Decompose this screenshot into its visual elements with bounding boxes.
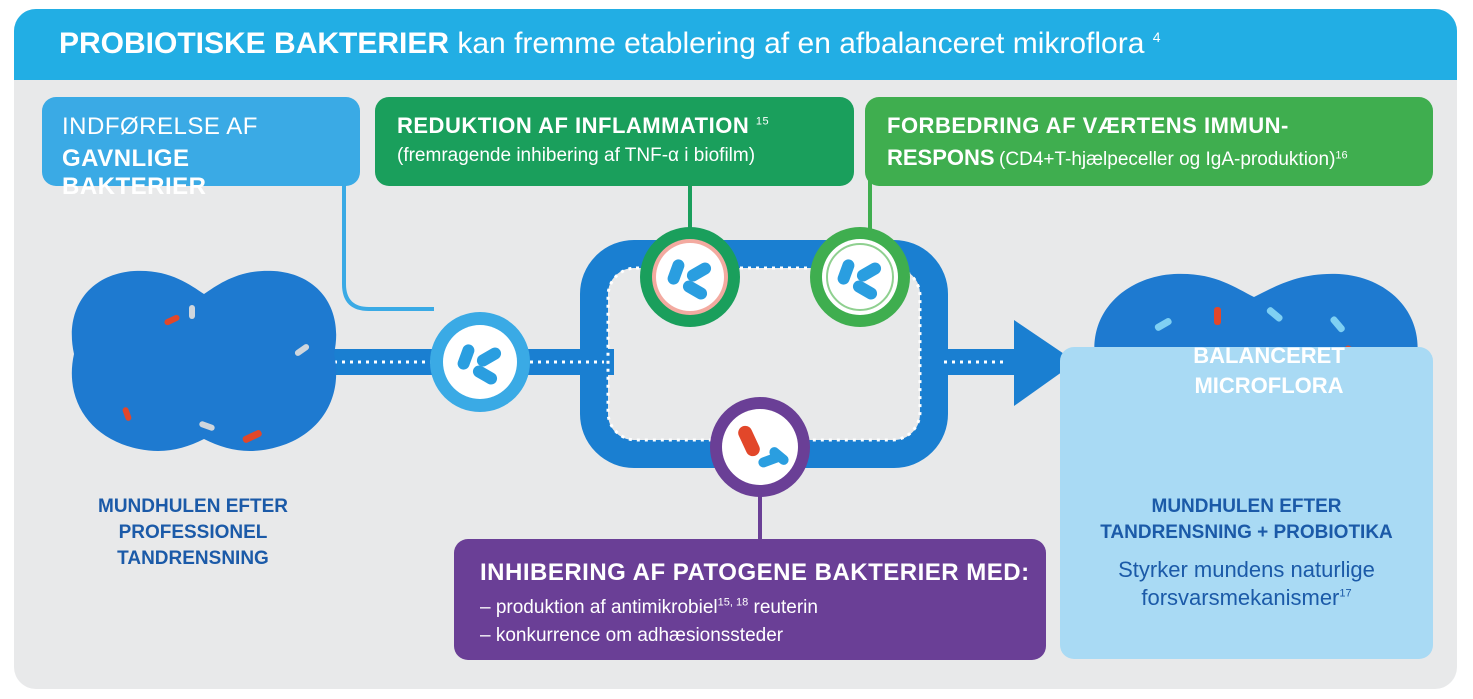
inflammation-node [640, 227, 740, 327]
inhibition-box: INHIBERING AF PATOGENE BAKTERIER MED: – … [454, 539, 1046, 660]
inhibition-item1-ref: 15, 18 [717, 596, 749, 609]
immune-node [810, 227, 910, 327]
pathogen-bacteria-icon [710, 397, 810, 497]
infographic-panel: PROBIOTISKE BAKTERIER kan fremme etabler… [14, 9, 1457, 689]
immune-subtitle: (CD4+T-hjælpeceller og IgA-produktion) [999, 149, 1336, 170]
left-caption-line1: MUNDHULEN EFTER [98, 496, 288, 517]
bacteria-icon [430, 312, 530, 412]
right-caption-ref: 17 [1339, 587, 1352, 600]
result-box [1060, 347, 1433, 659]
right-caption-line1: MUNDHULEN EFTER [1151, 496, 1342, 517]
immune-title-line1: FORBEDRING AF VÆRTENS IMMUN- [887, 113, 1289, 138]
inhibition-item1-post: reuterin [753, 597, 818, 618]
immune-title-line2: RESPONS [887, 145, 995, 170]
inflammation-box: REDUKTION AF INFLAMMATION 15 (fremragend… [375, 97, 854, 186]
balanced-label: BALANCERET MICROFLORA [1184, 341, 1354, 401]
balanced-label-line2: MICROFLORA [1194, 373, 1344, 398]
right-caption-sub2: forsvarsmekanismer [1141, 585, 1340, 610]
header-title-ref: 4 [1152, 29, 1161, 45]
immune-ref: 16 [1335, 149, 1348, 162]
right-caption-sub1: Styrker mundens naturlige [1118, 557, 1375, 582]
intro-box: INDFØRELSE AF GAVNLIGE BAKTERIER [42, 97, 360, 200]
inflammation-title: REDUKTION AF INFLAMMATION [397, 113, 750, 138]
balanced-label-line1: BALANCERET [1193, 343, 1345, 368]
immune-box: FORBEDRING AF VÆRTENS IMMUN- RESPONS (CD… [865, 97, 1433, 186]
right-caption-line2: TANDRENSNING + PROBIOTIKA [1100, 522, 1393, 543]
flow-loop-dots [606, 266, 922, 442]
intro-connector [342, 179, 434, 311]
mouth-icon [71, 270, 337, 451]
header-title-bold: PROBIOTISKE BAKTERIER [59, 27, 450, 60]
right-caption: MUNDHULEN EFTER TANDRENSNING + PROBIOTIK… [1060, 494, 1433, 612]
left-caption-line2: PROFESSIONEL [118, 522, 268, 543]
header-title: PROBIOTISKE BAKTERIER kan fremme etabler… [59, 27, 1161, 61]
inflammation-ref: 15 [755, 115, 770, 128]
intro-line2: GAVNLIGE BAKTERIER [62, 145, 207, 200]
inhibition-title: INHIBERING AF PATOGENE BAKTERIER MED: [480, 559, 1030, 586]
left-caption: MUNDHULEN EFTER PROFESSIONEL TANDRENSNIN… [68, 494, 318, 572]
arrow-right-icon [1014, 320, 1076, 406]
header-title-rest: kan fremme etablering af en afbalanceret… [457, 27, 1145, 60]
inflammation-subtitle: (fremragende inhibering af TNF-α i biofi… [397, 145, 756, 166]
inhibition-item1: – produktion af antimikrobiel [480, 597, 718, 618]
left-caption-line3: TANDRENSNING [117, 548, 269, 569]
intro-line1: INDFØRELSE AF [62, 113, 258, 140]
header-banner: PROBIOTISKE BAKTERIER kan fremme etabler… [14, 9, 1457, 80]
inhibition-item2: – konkurrence om adhæsionssteder [480, 625, 784, 646]
